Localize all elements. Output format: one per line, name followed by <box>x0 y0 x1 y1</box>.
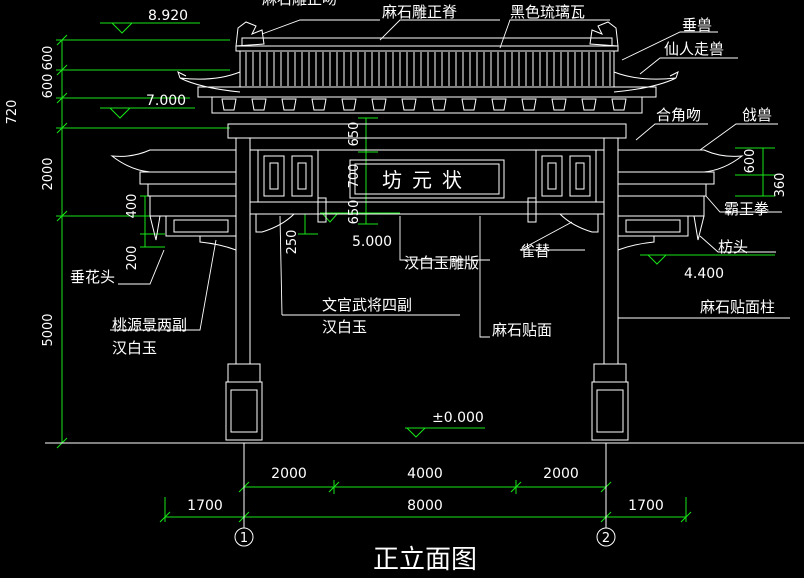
archway-frame <box>225 123 629 441</box>
label-taoyuan: 桃源景两副 <box>112 316 187 334</box>
label-fangtou: 枋头 <box>718 238 748 256</box>
dougong-bracket <box>281 98 297 111</box>
dougong-bracket <box>461 98 477 111</box>
label-qiang-beast: 戗兽 <box>742 106 772 124</box>
label-mashi-col: 麻石贴面柱 <box>700 298 775 316</box>
dim-600-right: 600 <box>743 149 758 174</box>
label-hanbaiyu-board: 汉白玉雕版 <box>404 254 479 272</box>
label-chuihua: 垂花头 <box>70 268 115 286</box>
dim-720: 720 <box>5 100 20 125</box>
label-mashi-tie: 麻石贴面 <box>492 321 552 339</box>
dougong-bracket <box>311 98 327 111</box>
dim-span-mid: 4000 <box>407 466 443 482</box>
elevation-ground: ±0.000 <box>432 410 484 426</box>
dougong-bracket <box>551 98 567 111</box>
dim-total: 8000 <box>407 498 443 514</box>
axis-1-label: 1 <box>240 531 248 546</box>
label-wenguan-2: 汉白玉 <box>322 318 367 336</box>
dim-600-b: 600 <box>41 74 56 99</box>
dim-250: 250 <box>285 230 300 255</box>
label-tile: 黑色琉璃瓦 <box>510 3 585 21</box>
label-ridge: 麻石雕正脊 <box>382 3 457 21</box>
dim-360: 360 <box>773 173 788 198</box>
label-ridge-top: 麻石雕正吻 <box>262 0 337 8</box>
main-roof <box>177 21 679 114</box>
dim-600-a: 600 <box>41 46 56 71</box>
plaque-text: 坊元状 <box>382 168 472 192</box>
label-taoyuan-2: 汉白玉 <box>112 339 157 357</box>
axis-2-label: 2 <box>602 531 610 546</box>
label-wenguan: 文官武将四副 <box>322 296 412 314</box>
dougong-bracket <box>431 98 447 111</box>
dim-side-right: 1700 <box>628 498 664 514</box>
axis-markers: 1 2 <box>234 443 616 547</box>
label-corner-kiss: 合角吻 <box>656 106 701 124</box>
elevation-top: 8.920 <box>148 8 188 24</box>
dim-700: 700 <box>347 164 362 189</box>
dim-650-b: 650 <box>347 200 362 225</box>
dougong-bracket <box>371 98 387 111</box>
dougong-bracket <box>521 98 537 111</box>
dim-650-a: 650 <box>347 122 362 147</box>
dougong-bracket <box>341 98 357 111</box>
dim-span-right: 2000 <box>543 466 579 482</box>
elevation-side-eave: 4.400 <box>684 266 724 282</box>
label-bawang: 霸王拳 <box>724 200 769 218</box>
label-queti: 雀替 <box>520 242 550 260</box>
drawing-title: 正立面图 <box>373 545 477 575</box>
side-eave-right <box>617 149 744 251</box>
dougong-bracket <box>611 98 627 111</box>
side-eave-left <box>110 149 237 251</box>
dim-200: 200 <box>125 246 140 271</box>
label-immortal: 仙人走兽 <box>664 40 724 58</box>
dougong-bracket <box>251 98 267 111</box>
dougong-bracket <box>401 98 417 111</box>
dougong-bracket <box>491 98 507 111</box>
elevation-beam: 5.000 <box>352 234 392 250</box>
dim-side-left: 1700 <box>187 498 223 514</box>
dim-2000: 2000 <box>41 157 56 190</box>
dim-span-left: 2000 <box>271 466 307 482</box>
dougong-bracket <box>221 98 237 111</box>
leader-lines <box>110 19 790 338</box>
label-hanging-beast: 垂兽 <box>682 16 712 34</box>
elevation-eave: 7.000 <box>146 93 186 109</box>
dim-5000: 5000 <box>41 313 56 346</box>
dim-400: 400 <box>125 194 140 219</box>
dougong-bracket <box>581 98 597 111</box>
